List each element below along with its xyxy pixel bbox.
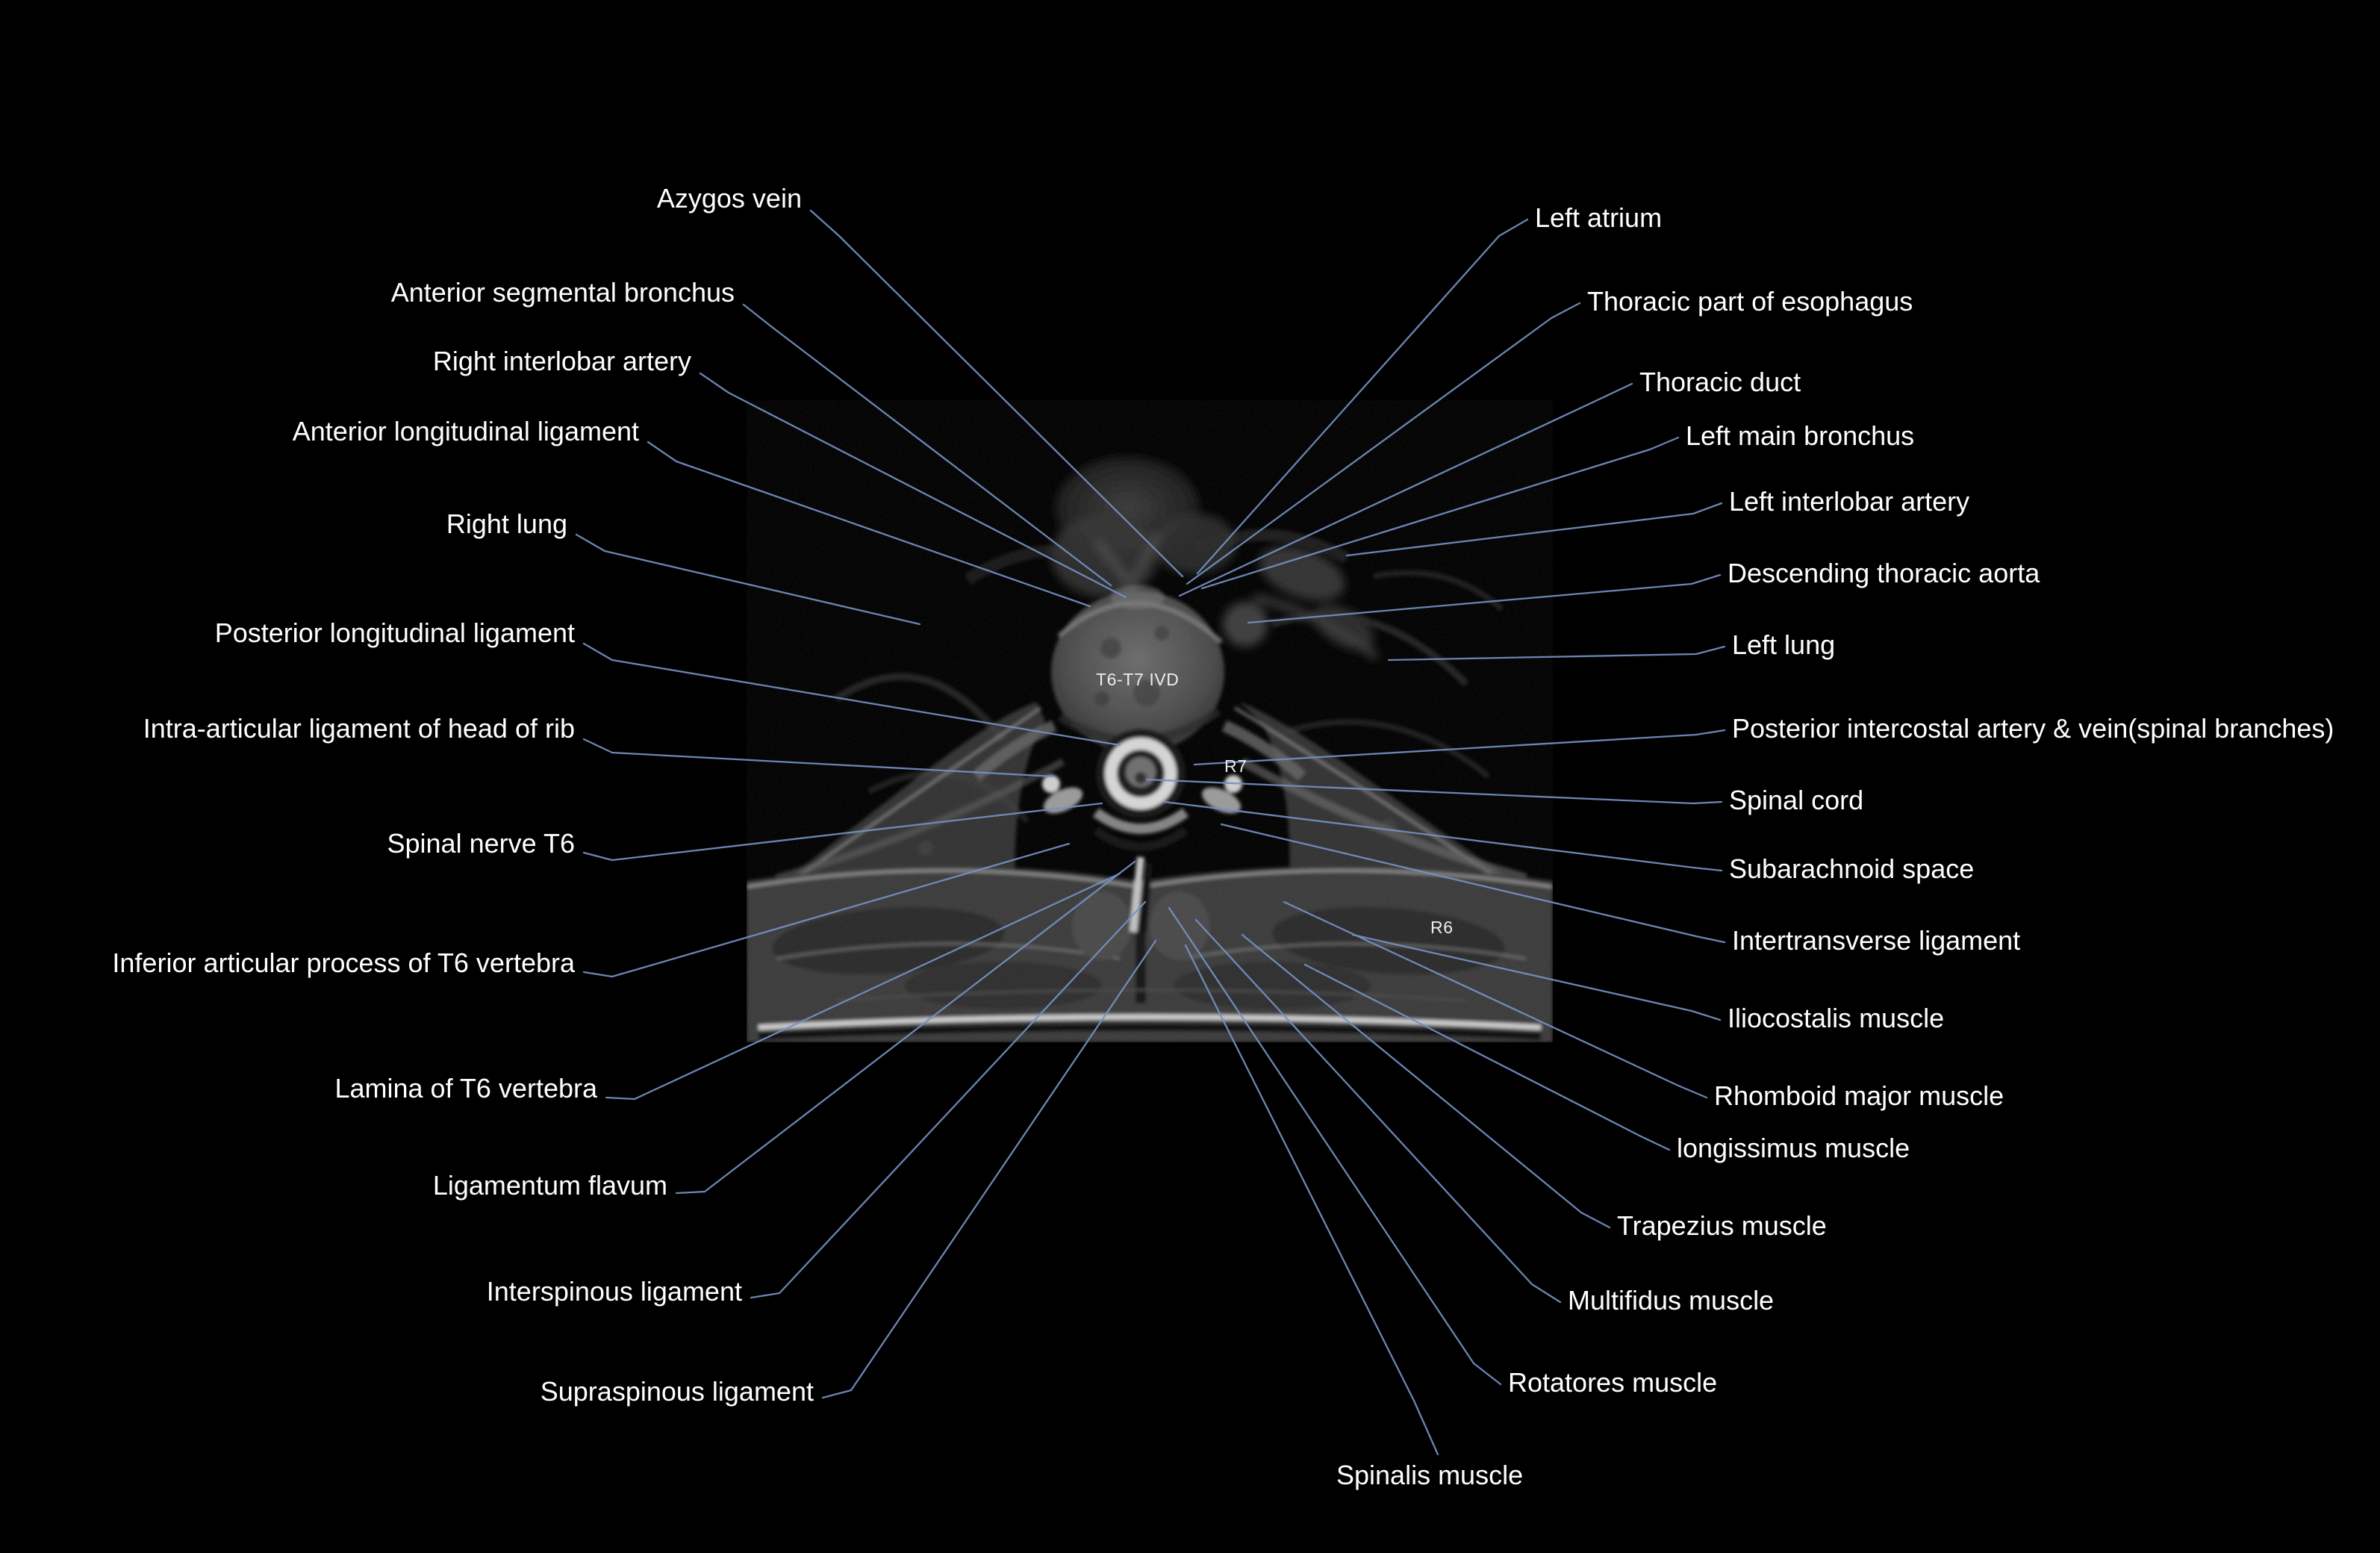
annotation-r6: R6 — [1430, 920, 1454, 938]
label-azygos-vein: Azygos vein — [656, 184, 802, 214]
label-thoracic-esophagus: Thoracic part of esophagus — [1587, 287, 1913, 317]
label-intertransverse-ligament: Intertransverse ligament — [1732, 926, 2021, 956]
annotation-r7: R7 — [1224, 759, 1247, 776]
label-left-lung: Left lung — [1732, 630, 1836, 660]
label-spinal-nerve-t6: Spinal nerve T6 — [387, 829, 576, 859]
label-anterior-longitudinal-ligament: Anterior longitudinal ligament — [292, 417, 639, 446]
label-thoracic-duct: Thoracic duct — [1639, 367, 1801, 397]
mri-axial-image — [747, 400, 1553, 1042]
label-left-atrium: Left atrium — [1535, 203, 1663, 233]
label-right-lung: Right lung — [446, 509, 567, 539]
label-inferior-articular-process: Inferior articular process of T6 vertebr… — [112, 948, 575, 978]
annotation-t6-t7-ivd: T6-T7 IVD — [1096, 672, 1180, 690]
label-posterior-longitudinal-ligament: Posterior longitudinal ligament — [214, 618, 575, 648]
label-spinalis-muscle: Spinalis muscle — [1336, 1460, 1524, 1490]
label-intra-articular-ligament: Intra-articular ligament of head of rib — [143, 714, 575, 744]
label-rotatores-muscle: Rotatores muscle — [1508, 1368, 1718, 1398]
label-supraspinous-ligament: Supraspinous ligament — [540, 1377, 814, 1407]
label-anterior-segmental-bronchus: Anterior segmental bronchus — [390, 278, 735, 308]
label-descending-thoracic-aorta: Descending thoracic aorta — [1728, 558, 2040, 588]
label-subarachnoid-space: Subarachnoid space — [1729, 854, 1975, 884]
label-left-main-bronchus: Left main bronchus — [1686, 421, 1915, 451]
label-interspinous-ligament: Interspinous ligament — [486, 1277, 742, 1307]
label-posterior-intercostal: Posterior intercostal artery & vein(spin… — [1732, 714, 2334, 744]
grain-overlay — [747, 400, 1553, 1042]
label-trapezius-muscle: Trapezius muscle — [1617, 1211, 1827, 1241]
label-rhomboid-major-muscle: Rhomboid major muscle — [1714, 1081, 2004, 1111]
label-left-interlobar-artery: Left interlobar artery — [1729, 487, 1970, 517]
label-lamina-t6: Lamina of T6 vertebra — [334, 1074, 597, 1104]
label-multifidus-muscle: Multifidus muscle — [1568, 1286, 1775, 1316]
label-iliocostalis-muscle: Iliocostalis muscle — [1728, 1003, 1945, 1033]
label-spinal-cord: Spinal cord — [1729, 785, 1864, 815]
label-ligamentum-flavum: Ligamentum flavum — [432, 1171, 667, 1201]
label-right-interlobar-artery: Right interlobar artery — [432, 346, 691, 376]
label-longissimus-muscle: longissimus muscle — [1677, 1133, 1910, 1163]
